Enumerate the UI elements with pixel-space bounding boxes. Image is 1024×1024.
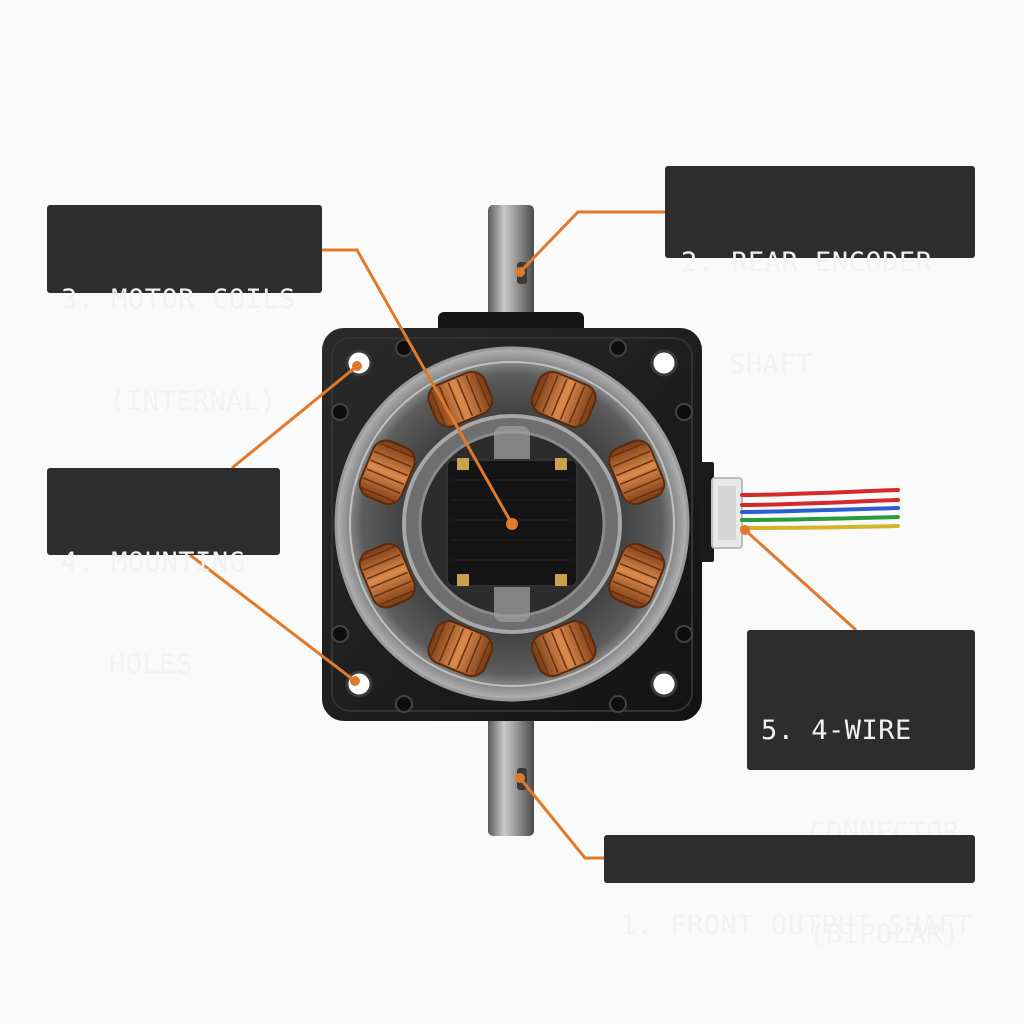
leader-mounting-holes-bottom	[189, 553, 356, 683]
leader-lines	[189, 210, 858, 860]
callout-text-line-1: MOTOR COILS	[111, 284, 296, 315]
leader-front-output-shaft	[518, 777, 604, 860]
callout-number: 2.	[681, 247, 715, 278]
leader-dots	[350, 267, 750, 783]
coil-winding	[358, 542, 416, 609]
housing-screws	[331, 339, 693, 713]
motor-coils	[358, 370, 666, 678]
coil-winding	[608, 439, 666, 506]
callout-text-line-1: FRONT OUTPUT SHAFT	[670, 910, 972, 941]
leader-rear-encoder-shaft	[518, 210, 665, 274]
callout-text-line-2: (INTERNAL)	[109, 386, 277, 417]
connector-housing	[700, 462, 743, 562]
coil-winding	[530, 620, 597, 678]
callout-text-line-3: (BIPOLAR)	[809, 919, 960, 950]
callout-text-line-2: SHAFT	[729, 349, 813, 380]
callout-number: 1.	[620, 910, 654, 941]
leader-wire-connector	[743, 528, 858, 632]
callout-number: 5.	[761, 715, 795, 746]
coil-winding	[358, 439, 416, 506]
callout-front-output-shaft: 1. FRONT OUTPUT SHAFT	[604, 835, 975, 941]
callout-number: 3.	[61, 284, 95, 315]
callout-rear-encoder-shaft: 2. REAR ENCODER SHAFT	[665, 166, 975, 380]
coil-winding	[608, 542, 666, 609]
callout-text-line-1: REAR ENCODER	[731, 247, 933, 278]
leader-mounting-holes-top	[231, 364, 358, 470]
coil-winding	[427, 620, 494, 678]
callout-motor-coils: 3. MOTOR COILS (INTERNAL)	[47, 205, 322, 417]
callout-text-line-1: 4-WIRE	[811, 715, 912, 746]
callout-number: 4.	[61, 547, 95, 578]
leader-motor-coils	[322, 248, 514, 525]
coil-winding	[530, 370, 597, 428]
callout-text-line-1: MOUNTING	[111, 547, 246, 578]
callout-text-line-2: HOLES	[109, 649, 193, 680]
coil-winding	[427, 370, 494, 428]
callout-mounting-holes: 4. MOUNTING HOLES	[47, 468, 280, 680]
callout-wire-connector: 5. 4-WIRE CONNECTOR (BIPOLAR)	[747, 630, 975, 950]
connector-wires	[740, 488, 900, 530]
